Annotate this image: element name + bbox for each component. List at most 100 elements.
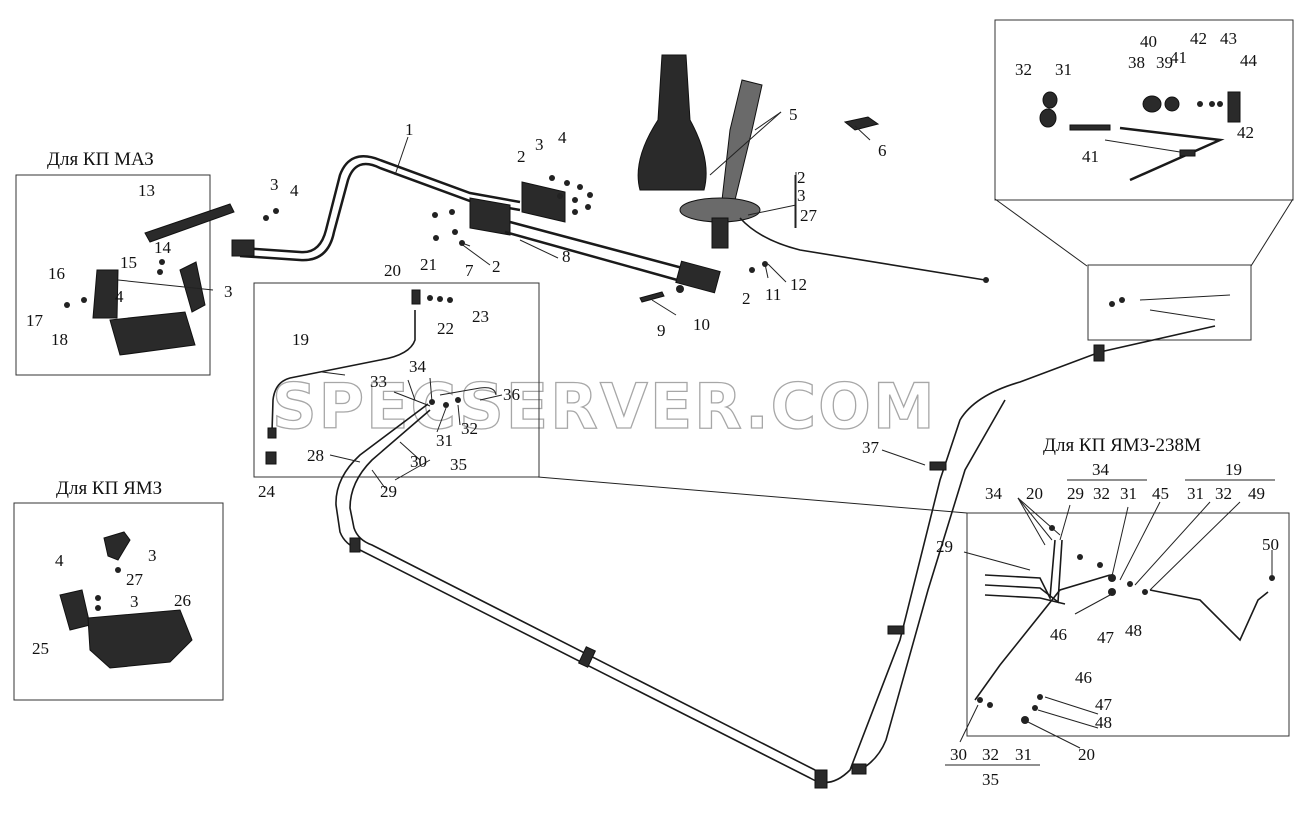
label-20: 20: [384, 261, 401, 280]
long-cable-right: [859, 399, 1006, 771]
label-3: 3: [270, 175, 279, 194]
label-42: 42: [1237, 123, 1254, 142]
label-44: 44: [1240, 51, 1258, 70]
label-11: 11: [765, 285, 781, 304]
yamz238-inset-box: [966, 512, 1290, 737]
label-30: 30: [410, 452, 427, 471]
mounting-plate-lower: [469, 197, 511, 236]
label-29: 29: [936, 537, 953, 556]
shaft-end-fitting: [231, 239, 255, 257]
label-32: 32: [461, 419, 478, 438]
label-33: 33: [370, 372, 387, 391]
label-42: 42: [1190, 29, 1207, 48]
label-32: 32: [1093, 484, 1110, 503]
label-2: 2: [517, 147, 526, 166]
label-43: 43: [1220, 29, 1237, 48]
label-31: 31: [1055, 60, 1072, 79]
label-1: 1: [405, 120, 414, 139]
cable-8-end-fitting: [675, 260, 721, 294]
cable-8-upper: [509, 220, 691, 272]
yamz238-parts: [974, 525, 1275, 724]
lever-pivot: [711, 217, 729, 249]
label-5: 5: [789, 105, 798, 124]
yamz-lever-top: [103, 531, 131, 561]
label-6: 6: [878, 141, 887, 160]
label-16: 16: [48, 264, 65, 283]
label-32: 32: [982, 745, 999, 764]
yamz-inset-title: Для КП ЯМЗ: [56, 478, 162, 499]
detail-box-parts: [1039, 91, 1241, 182]
hardware-dots-top: [263, 175, 768, 293]
label-19: 19: [1225, 460, 1242, 479]
label-41: 41: [1082, 147, 1099, 166]
label-31: 31: [436, 431, 453, 450]
label-37: 37: [862, 438, 880, 457]
long-cable-outer: [335, 325, 1216, 784]
label-25: 25: [32, 639, 49, 658]
label-4: 4: [558, 128, 567, 147]
label-28: 28: [307, 446, 324, 465]
part-6-plate: [843, 116, 880, 131]
label-30: 30: [950, 745, 967, 764]
cable-clamps: [349, 344, 1105, 789]
label-18: 18: [51, 330, 68, 349]
label-20: 20: [1078, 745, 1095, 764]
fitting-24: [265, 451, 277, 465]
rubber-boot: [637, 54, 707, 191]
label-29: 29: [380, 482, 397, 501]
control-rod: [739, 217, 986, 281]
label-10: 10: [693, 315, 710, 334]
yamz-bracket-25: [59, 589, 91, 631]
label-15: 15: [120, 253, 137, 272]
cable-8-lower: [504, 230, 689, 285]
label-29: 29: [1067, 484, 1084, 503]
label-21: 21: [420, 255, 437, 274]
maz-inset-title: Для КП МАЗ: [47, 149, 154, 170]
label-13: 13: [138, 181, 155, 200]
cable-19: [271, 310, 416, 433]
label-14: 14: [154, 238, 172, 257]
top-right-small-box: [1087, 264, 1252, 341]
label-3: 3: [148, 546, 157, 565]
label-22: 22: [437, 319, 454, 338]
maz-lever-arm: [179, 261, 206, 313]
label-34: 34: [409, 357, 427, 376]
control-rod-end: [983, 277, 989, 283]
label-35: 35: [982, 770, 999, 789]
label-2: 2: [742, 289, 751, 308]
label-46: 46: [1050, 625, 1067, 644]
cable-19-end: [267, 427, 277, 439]
label-48: 48: [1095, 713, 1112, 732]
small-box-parts: [1109, 294, 1231, 321]
label-38: 38: [1128, 53, 1145, 72]
callout-line-top-left: [994, 198, 1088, 267]
label-46: 46: [1075, 668, 1092, 687]
label-34: 34: [1092, 460, 1110, 479]
label-34: 34: [985, 484, 1003, 503]
label-20: 20: [1026, 484, 1043, 503]
maz-rod-13: [144, 203, 235, 243]
label-9: 9: [657, 321, 666, 340]
label-36: 36: [503, 385, 520, 404]
label-7: 7: [465, 261, 474, 280]
part-labels: 1 2 3 4 3 4 5 6 2 3 27 7 2 8 9 10 2 11 1…: [26, 29, 1279, 789]
label-3: 3: [535, 135, 544, 154]
callout-line-top-right: [1250, 198, 1294, 267]
top-right-detail-box: [994, 19, 1294, 201]
yamz238-inset-title: Для КП ЯМЗ-238М: [1043, 435, 1201, 456]
yamz-inset-box: [13, 502, 224, 701]
label-41: 41: [1170, 48, 1187, 67]
label-3: 3: [797, 186, 806, 205]
label-31: 31: [1015, 745, 1032, 764]
shaft-1-upper: [239, 155, 521, 254]
label-3: 3: [224, 282, 233, 301]
label-35: 35: [450, 455, 467, 474]
label-4: 4: [290, 181, 299, 200]
maz-inset-box: [15, 174, 211, 376]
label-47: 47: [1095, 695, 1113, 714]
label-2: 2: [492, 257, 501, 276]
label-40: 40: [1140, 32, 1157, 51]
label-48: 48: [1125, 621, 1142, 640]
label-8: 8: [562, 247, 571, 266]
